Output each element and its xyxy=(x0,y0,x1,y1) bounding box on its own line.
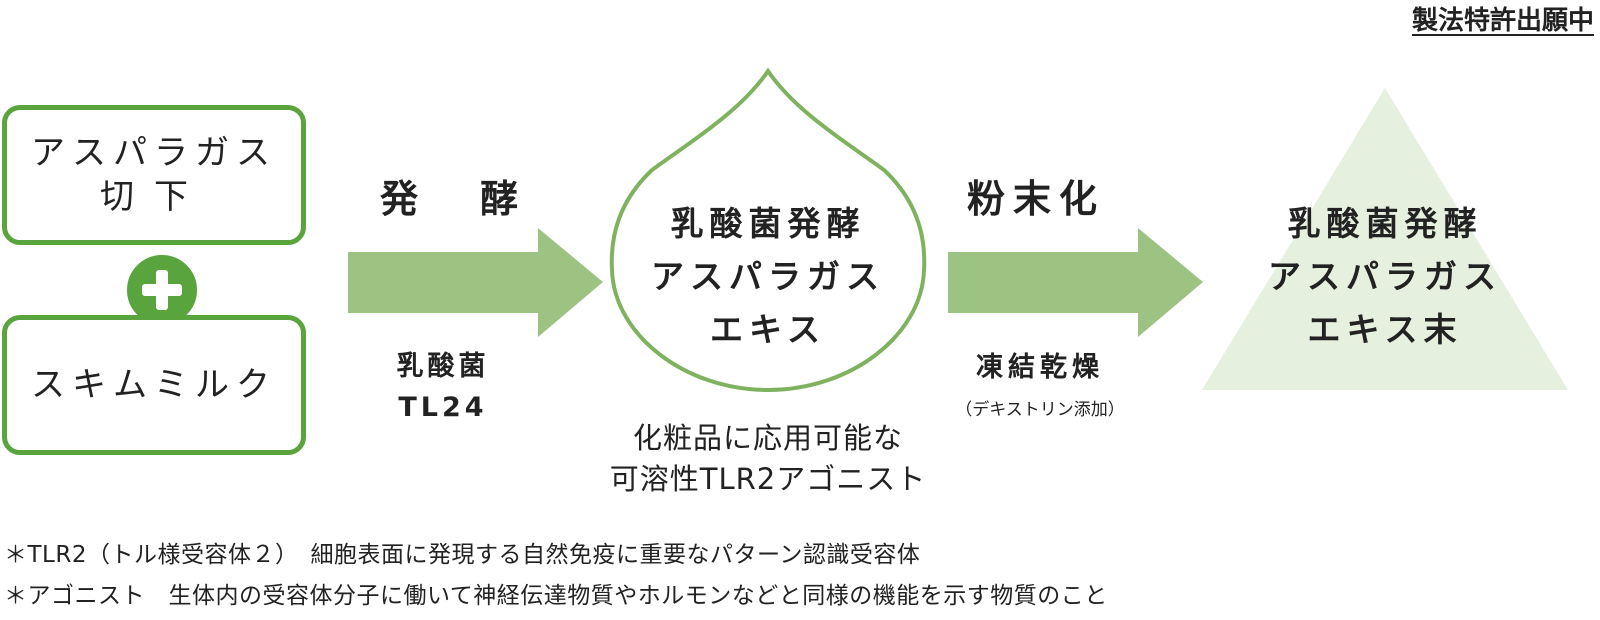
footnote-agonist: ＊アゴニスト 生体内の受容体分子に働いて神経伝達物質やホルモンなどと同様の機能を… xyxy=(4,583,1108,609)
freeze-drying-note: （デキストリン添加） xyxy=(955,400,1125,420)
input-asparagus-line2: 切下 xyxy=(100,177,208,217)
fermentation-arrow xyxy=(348,228,603,337)
input-box-skim-milk: スキムミルク xyxy=(2,315,306,455)
intermediate-line1: 乳酸菌発酵 xyxy=(670,204,866,243)
intermediate-description: 化粧品に応用可能な 可溶性TLR2アゴニスト xyxy=(578,418,958,499)
product-line2: アスパラガス xyxy=(1268,256,1502,296)
fermentation-label: 発 酵 xyxy=(380,177,531,221)
product-text: 乳酸菌発酵 アスパラガス エキス末 xyxy=(1245,198,1525,356)
product-line3: エキス末 xyxy=(1307,309,1463,349)
intermediate-line2: アスパラガス xyxy=(651,256,885,296)
intermediate-desc-line2: 可溶性TLR2アゴニスト xyxy=(609,461,927,496)
freeze-drying-label: 凍結乾燥 xyxy=(976,352,1104,383)
drop-shape xyxy=(609,67,927,393)
powderization-arrow xyxy=(948,228,1203,337)
intermediate-line3: エキス xyxy=(709,309,826,349)
bacteria-line1: 乳酸菌 xyxy=(396,351,490,382)
product-line1: 乳酸菌発酵 xyxy=(1287,204,1483,243)
input-asparagus-line1: アスパラガス xyxy=(31,132,277,173)
intermediate-desc-line1: 化粧品に応用可能な xyxy=(632,421,903,455)
intermediate-extract-text: 乳酸菌発酵 アスパラガス エキス xyxy=(628,198,908,356)
powderization-label: 粉末化 xyxy=(967,177,1106,221)
patent-badge: 製法特許出願中 xyxy=(1411,6,1594,36)
bacteria-line2: TL24 xyxy=(398,391,488,423)
input-skim-milk-label: スキムミルク xyxy=(31,364,277,405)
bacteria-label: 乳酸菌 TL24 xyxy=(383,347,503,428)
footnote-tlr2: ＊TLR2（トル様受容体２） 細胞表面に発現する自然免疫に重要なパターン認識受容… xyxy=(4,542,921,568)
product-triangle xyxy=(1202,88,1568,390)
input-box-asparagus: アスパラガス 切下 xyxy=(2,105,306,245)
